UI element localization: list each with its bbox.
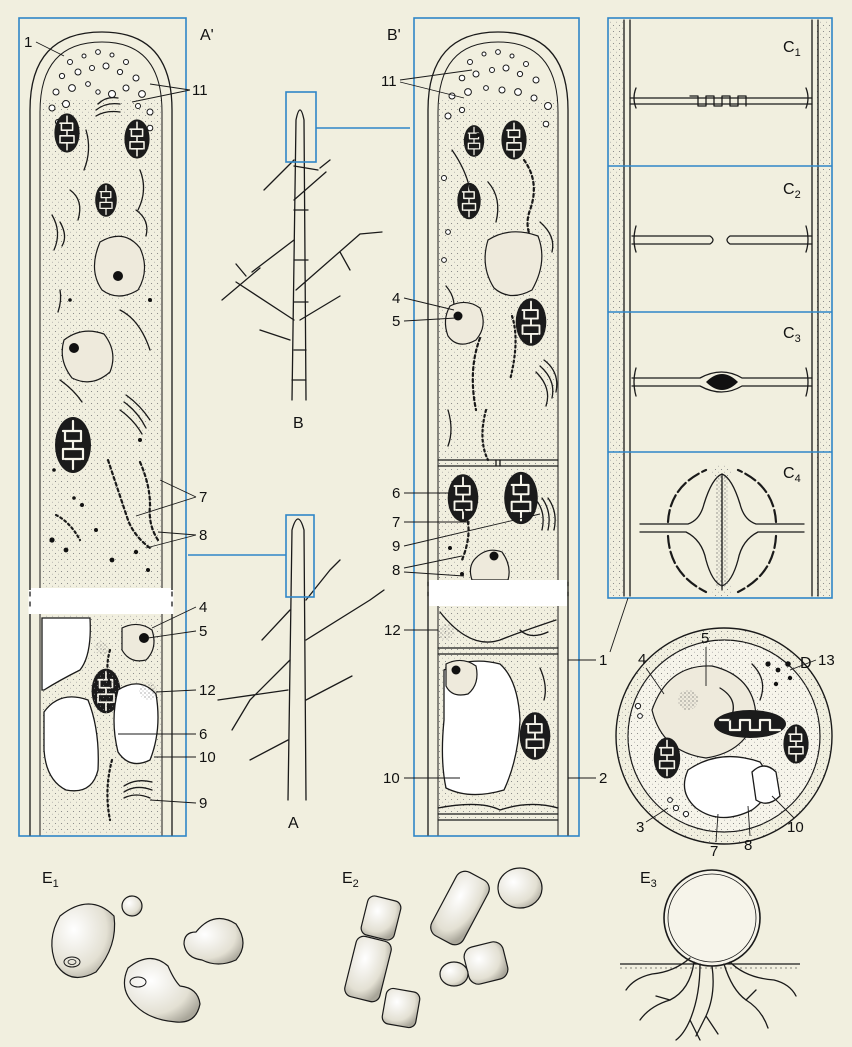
nucleus [61,330,114,383]
mitochondrion [652,736,682,780]
label-8: 8 [199,527,207,544]
label-7: 7 [199,489,207,506]
label-7: 7 [392,514,400,531]
panel-e1: E1 [42,870,244,1023]
label-1: 1 [24,34,32,51]
nucleus [121,623,155,662]
mitochondrion [446,473,480,523]
panel-label-b: B [293,415,304,432]
panel-a-prime-frame [18,17,187,837]
mitochondrion [94,182,118,218]
panel-b-prime: B' 11 4 5 6 7 9 8 12 1 10 2 [381,17,607,837]
label-5: 5 [199,623,207,640]
panel-label-c3: C3 [783,325,801,345]
panel-c-frame [607,17,833,599]
apical-vesicles [48,49,154,132]
glycogen-granules [765,661,793,687]
golgi-dictyosomes [95,96,121,117]
rough-er [54,209,160,550]
label-11: 11 [381,73,397,90]
mitochondrion [514,297,548,347]
panel-d-cross-section: D 5 4 13 3 7 8 10 [609,597,835,860]
label-1: 1 [599,652,607,669]
label-10: 10 [787,819,804,836]
endoplasmic-reticulum [445,149,558,447]
hypha-sketch-a: A [188,514,385,832]
panel-label-c4: C4 [783,465,801,485]
label-6: 6 [199,726,207,743]
label-9: 9 [392,538,400,555]
panel-label-c2: C2 [783,181,801,201]
nucleus [445,659,478,696]
septum-c1 [629,87,813,109]
septum-c4-dolipore [639,464,805,598]
vacuole [683,756,781,819]
panel-label-a-prime: A' [200,27,214,44]
mitochondrion [518,711,552,761]
nucleus [469,549,510,581]
label-9: 9 [199,795,207,812]
detail-box-a [285,514,315,598]
mitochondrion [714,710,786,738]
septum-c3 [631,367,813,397]
label-4: 4 [392,290,400,307]
label-5: 5 [392,313,400,330]
label-8: 8 [392,562,400,579]
hypha-sketch-b: B [221,91,410,432]
label-13: 13 [818,652,835,669]
panel-e2: E2 [342,867,543,1029]
endoplasmic-reticulum [51,129,151,435]
golgi-dictyosomes [123,780,153,799]
panel-label-c1: C1 [783,39,801,59]
mitochondrion [123,118,151,160]
label-3: 3 [636,819,644,836]
panel-a-prime: 1 A' 11 7 8 4 5 12 6 10 9 [18,17,216,837]
panel-label-b-prime: B' [387,27,401,44]
panel-b-prime-frame [413,17,580,837]
panel-label-e3: E3 [640,870,657,890]
label-12: 12 [199,682,216,699]
label-10: 10 [199,749,216,766]
label-10: 10 [383,770,400,787]
golgi-dictyosomes [535,497,556,531]
mitochondrion [500,119,528,161]
nucleus [484,231,543,297]
label-6: 6 [392,485,400,502]
mitochondrion [53,415,93,475]
mitochondrion [782,723,810,765]
mitochondrion [503,470,539,526]
panel-label-e2: E2 [342,870,359,890]
apical-vesicles [441,49,552,263]
rhizoids [625,957,797,1041]
label-2: 2 [599,770,607,787]
nucleus [444,301,484,345]
label-4: 4 [199,599,207,616]
nucleus [93,235,146,297]
label-11: 11 [192,82,208,99]
label-5: 5 [701,630,709,647]
detail-box-b [285,91,317,163]
mitochondrion [463,124,485,158]
mitochondrion [53,112,81,154]
label-7: 7 [710,843,718,860]
glycogen-granules [49,298,152,572]
label-4: 4 [638,651,646,668]
panel-label-e1: E1 [42,870,59,890]
label-12: 12 [384,622,401,639]
label-8: 8 [744,837,752,854]
lomasomes [634,702,690,818]
septum-c2 [631,225,813,253]
panel-e3: E3 [620,869,800,1041]
panel-label-a: A [288,815,299,832]
panel-c-septa: C1 C2 C3 C4 [607,17,833,599]
